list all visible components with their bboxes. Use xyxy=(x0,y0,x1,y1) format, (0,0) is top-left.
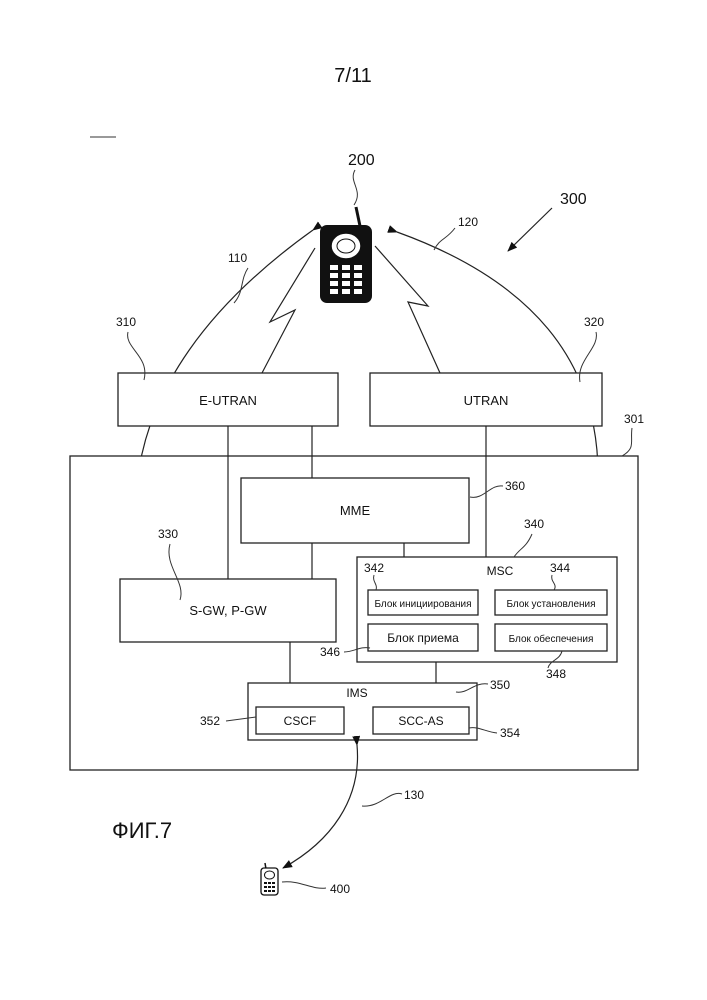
leader-200 xyxy=(353,170,357,205)
leader-400 xyxy=(282,882,326,889)
label-310: 310 xyxy=(116,315,136,329)
page-number: 7/11 xyxy=(334,65,371,87)
arrow-300 xyxy=(508,208,552,251)
mobile-phone-icon xyxy=(320,207,372,303)
block-provision-label: Блок обеспечения xyxy=(509,633,594,645)
label-360: 360 xyxy=(505,479,525,493)
label-340: 340 xyxy=(524,517,544,531)
block-ims-label: IMS xyxy=(346,686,367,700)
label-330: 330 xyxy=(158,527,178,541)
leader-130 xyxy=(362,793,402,806)
block-reception-label: Блок приема xyxy=(387,631,459,645)
leader-120 xyxy=(434,228,455,250)
label-130: 130 xyxy=(404,788,424,802)
block-mme-label: MME xyxy=(340,503,371,518)
label-400: 400 xyxy=(330,882,350,896)
block-eutran-label: E-UTRAN xyxy=(199,393,257,408)
leader-301 xyxy=(622,428,632,456)
label-354: 354 xyxy=(500,726,520,740)
label-320: 320 xyxy=(584,315,604,329)
label-120: 120 xyxy=(458,215,478,229)
label-350: 350 xyxy=(490,678,510,692)
label-200: 200 xyxy=(348,152,375,169)
radio-link-eutran xyxy=(262,248,315,373)
label-110: 110 xyxy=(228,251,247,265)
block-cscf-label: CSCF xyxy=(284,714,317,728)
block-utran-label: UTRAN xyxy=(464,393,509,408)
label-348: 348 xyxy=(546,667,566,681)
label-300: 300 xyxy=(560,191,587,208)
radio-link-utran xyxy=(375,246,440,373)
block-sgw-pgw-label: S-GW, P-GW xyxy=(189,603,267,618)
block-scc-as-label: SCC-AS xyxy=(398,714,443,728)
label-342: 342 xyxy=(364,561,384,575)
label-352: 352 xyxy=(200,714,220,728)
block-msc-label: MSC xyxy=(487,564,514,578)
label-301: 301 xyxy=(624,412,644,426)
remote-phone-icon xyxy=(261,863,278,895)
block-establishment-label: Блок установления xyxy=(506,599,595,610)
figure-caption: ФИГ.7 xyxy=(112,818,172,843)
label-346: 346 xyxy=(320,645,340,659)
block-initiation-label: Блок инициирования xyxy=(374,599,471,610)
label-344: 344 xyxy=(550,561,570,575)
